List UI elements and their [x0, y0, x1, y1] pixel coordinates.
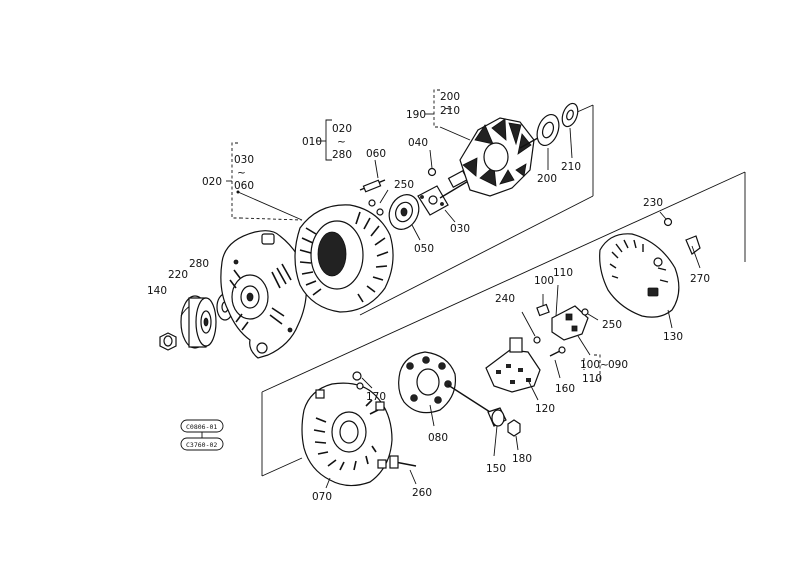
- label-020: 020: [202, 176, 222, 188]
- brush-holder-090: [551, 305, 591, 356]
- label-140: 140: [147, 285, 167, 297]
- label-180: 180: [512, 453, 532, 465]
- label-210-range-end: 210: [440, 105, 460, 117]
- pulley-nut: [159, 332, 177, 351]
- ref-code-1: C0806-01: [186, 423, 217, 431]
- label-120: 120: [535, 403, 555, 415]
- label-270: 270: [690, 273, 710, 285]
- label-280: 280: [189, 258, 209, 270]
- svg-text:~: ~: [237, 167, 246, 179]
- ref-code-2: C3760-02: [186, 441, 217, 449]
- label-090-range-end: 090: [608, 359, 628, 371]
- label-030: 030: [450, 223, 470, 235]
- rectifier-080: [398, 351, 491, 427]
- pulley: [180, 295, 217, 349]
- assembly-outline: [261, 104, 746, 477]
- label-200: 200: [537, 173, 557, 185]
- brush-100: [536, 294, 550, 317]
- label-160: 160: [555, 383, 575, 395]
- bushing-150: [487, 407, 507, 457]
- label-220: 220: [168, 269, 188, 281]
- label-100-upper: 100: [534, 275, 554, 287]
- label-110-lower: 110: [582, 373, 602, 385]
- nut-180: [507, 419, 521, 451]
- bearing-cover-210: [561, 102, 579, 159]
- svg-text:~: ~: [337, 136, 346, 148]
- label-060: 060: [366, 148, 386, 160]
- group-brackets: [226, 89, 601, 381]
- stator: [294, 204, 394, 313]
- label-210: 210: [561, 161, 581, 173]
- screw-250-b: [581, 308, 599, 321]
- label-150: 150: [486, 463, 506, 475]
- label-250-right: 250: [602, 319, 622, 331]
- label-260: 260: [412, 487, 432, 499]
- svg-text:~: ~: [600, 359, 609, 371]
- reference-codes: C0806-01 C3760-02: [180, 419, 224, 451]
- label-040: 040: [408, 137, 428, 149]
- regulator-120: [485, 337, 541, 401]
- part-labels: 010 020 ~ 280 020 030 ~ 060 060 040 190 …: [147, 91, 710, 503]
- label-100-range-start: 100: [580, 359, 600, 371]
- label-060-range-end: 060: [234, 180, 254, 192]
- screw-160: [549, 346, 566, 379]
- label-070: 070: [312, 491, 332, 503]
- label-080: 080: [428, 432, 448, 444]
- rotor: [439, 117, 546, 199]
- rear-cover-130: [599, 233, 680, 329]
- label-200-range-start: 200: [440, 91, 460, 103]
- screw-240: [521, 311, 541, 344]
- label-240: 240: [495, 293, 515, 305]
- screw-170: [352, 371, 373, 390]
- label-020-range-start: 020: [332, 123, 352, 135]
- label-130: 130: [663, 331, 683, 343]
- svg-text:~: ~: [444, 103, 453, 115]
- label-170: 170: [366, 391, 386, 403]
- retainer-plate-030: [417, 185, 456, 223]
- screw-040: [427, 149, 437, 177]
- label-280-range-end: 280: [332, 149, 352, 161]
- drive-end-frame: [220, 230, 308, 359]
- label-250-top: 250: [394, 179, 414, 191]
- rear-frame-070: [301, 382, 393, 489]
- bearing-200: [536, 113, 560, 170]
- screw-250-top: [368, 189, 389, 216]
- label-230: 230: [643, 197, 663, 209]
- stud-060: [359, 159, 386, 193]
- label-030-range-start: 030: [234, 154, 254, 166]
- screw-230: [659, 211, 673, 227]
- label-110-upper: 110: [553, 267, 573, 279]
- label-010: 010: [302, 136, 322, 148]
- bearing-050: [388, 194, 421, 241]
- terminal-270: [685, 235, 701, 269]
- label-050: 050: [414, 243, 434, 255]
- label-190: 190: [406, 109, 426, 121]
- bolt-260: [389, 455, 417, 485]
